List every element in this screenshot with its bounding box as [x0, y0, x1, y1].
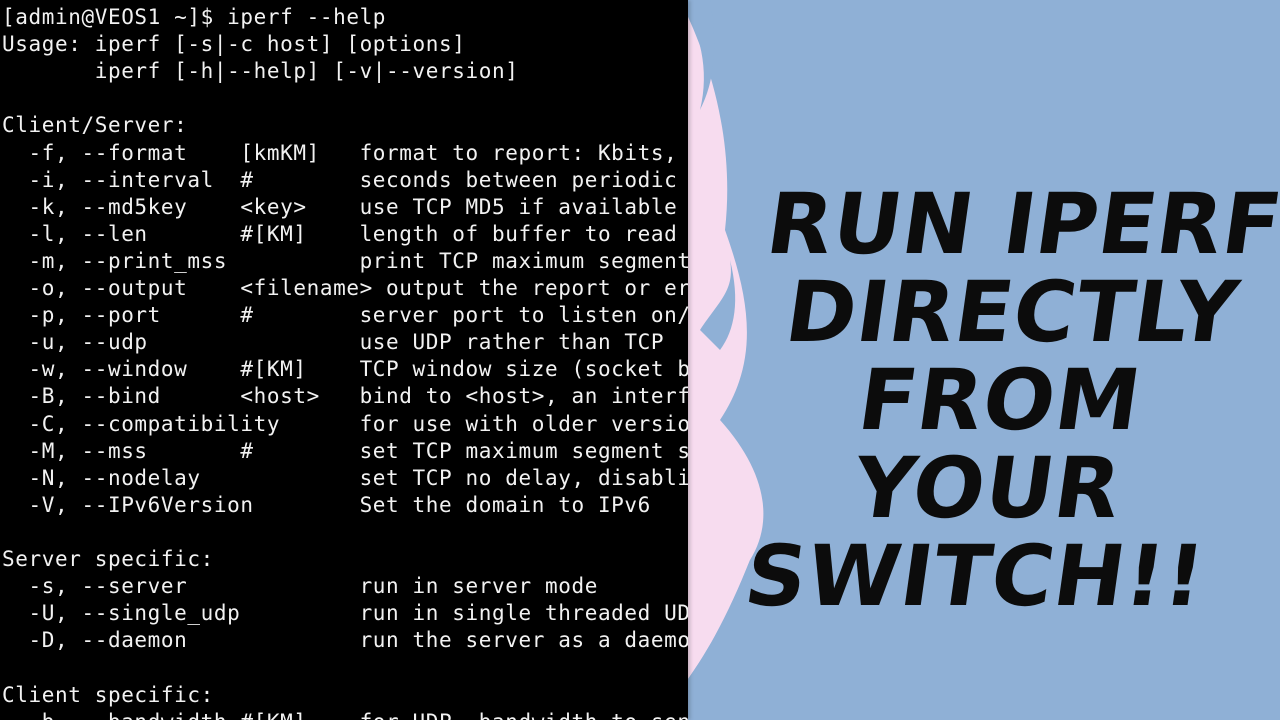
headline-line-3: FROM YOUR	[847, 351, 1148, 537]
terminal-output-line: -s, --server run in server mode	[2, 574, 598, 599]
terminal-output-line: -C, --compatibility for use with older v…	[2, 411, 688, 436]
terminal-output-line: -o, --output <filename> output the repor…	[28, 276, 688, 300]
terminal-output-line: -D, --daemon run the server as a daemon	[2, 628, 688, 653]
headline-line-4: SWITCH!!	[739, 527, 1212, 625]
terminal-output-line: -m, --print_mss print TCP maximum segmen…	[2, 248, 688, 273]
terminal-output-line: -p, --port # server port to listen on/co…	[28, 303, 688, 328]
terminal-output-line: Server specific:	[2, 547, 214, 571]
terminal-output-line: -V, --IPv6Version Set the domain to IPv6	[2, 492, 651, 517]
terminal-output-line: -N, --nodelay set TCP no delay, disablin…	[28, 465, 688, 490]
terminal-prompt-line: [admin@VEOS1 ~]$ iperf --help	[2, 5, 387, 29]
terminal-output-line: -w, --window #[KM] TCP window size (sock…	[28, 357, 688, 382]
terminal-output-line: -k, --md5key <key> use TCP MD5 if availa…	[2, 194, 678, 219]
terminal-output-line: Usage: iperf [-s|-c host] [options]	[2, 32, 466, 57]
terminal-output-line: -B, --bind <host> bind to <host>, an int…	[28, 384, 688, 409]
terminal-output-line: -f, --format [kmKM] format to report: Kb…	[28, 140, 678, 165]
terminal-output-line: iperf [-h|--help] [-v|--version]	[2, 59, 519, 84]
headline-line-2: DIRECTLY	[779, 263, 1245, 361]
terminal-output-line: -U, --single_udp run in single threaded …	[28, 601, 688, 626]
terminal-output-line: -u, --udp use UDP rather than TCP	[2, 330, 665, 355]
terminal-output-line: Client/Server:	[2, 113, 188, 138]
terminal-output-line: -i, --interval # seconds between periodi…	[28, 167, 678, 192]
terminal-output-line: -b, --bandwidth #[KM] for UDP, bandwidth…	[2, 709, 688, 720]
headline: RUN IPERF DIRECTLY FROM YOUR SWITCH!!	[689, 175, 1280, 625]
terminal-output-line: -l, --len #[KM] length of buffer to read…	[28, 221, 678, 246]
terminal-output-line: -M, --mss # set TCP maximum segment size	[2, 438, 688, 463]
headline-line-1: RUN IPERF	[760, 175, 1280, 273]
terminal-output-line: Client specific:	[2, 682, 214, 707]
